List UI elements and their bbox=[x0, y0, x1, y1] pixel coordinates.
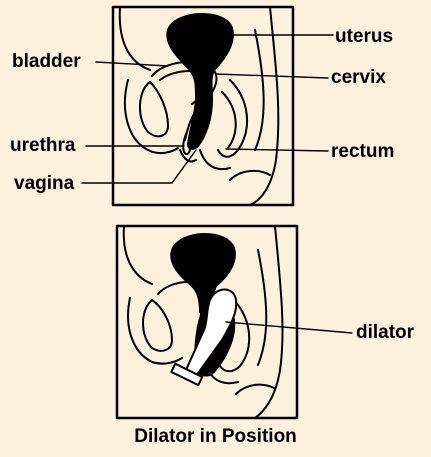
label-bladder: bladder bbox=[12, 52, 81, 71]
label-cervix: cervix bbox=[331, 68, 386, 87]
vagina-leader bbox=[82, 150, 196, 183]
top-inner-spine bbox=[255, 30, 264, 150]
top-pubic-bone bbox=[140, 82, 168, 136]
rectum-leader bbox=[226, 149, 328, 151]
bladder-leader bbox=[96, 62, 168, 66]
top-buttock-contour bbox=[230, 171, 270, 180]
top-lower-contour bbox=[200, 150, 230, 169]
top-perineum bbox=[180, 150, 196, 162]
bottom-back-contour bbox=[124, 226, 152, 284]
label-rectum: rectum bbox=[331, 142, 394, 161]
figure-caption: Dilator in Position bbox=[0, 427, 431, 446]
top-uterus-shape bbox=[167, 14, 233, 149]
label-dilator: dilator bbox=[356, 323, 414, 342]
top-rectum-inner bbox=[222, 92, 236, 148]
top-back-contour bbox=[120, 7, 150, 70]
label-vagina: vagina bbox=[14, 174, 74, 193]
bottom-buttock-contour bbox=[236, 385, 274, 394]
bottom-left-contour bbox=[128, 298, 182, 364]
label-uterus: uterus bbox=[335, 27, 393, 46]
dilator-leader bbox=[226, 322, 352, 333]
bottom-inner-spine bbox=[258, 250, 266, 365]
cervix-leader bbox=[216, 74, 328, 78]
top-left-contour bbox=[125, 80, 178, 153]
label-urethra: urethra bbox=[10, 136, 75, 155]
bottom-pubic-bone bbox=[143, 300, 172, 351]
